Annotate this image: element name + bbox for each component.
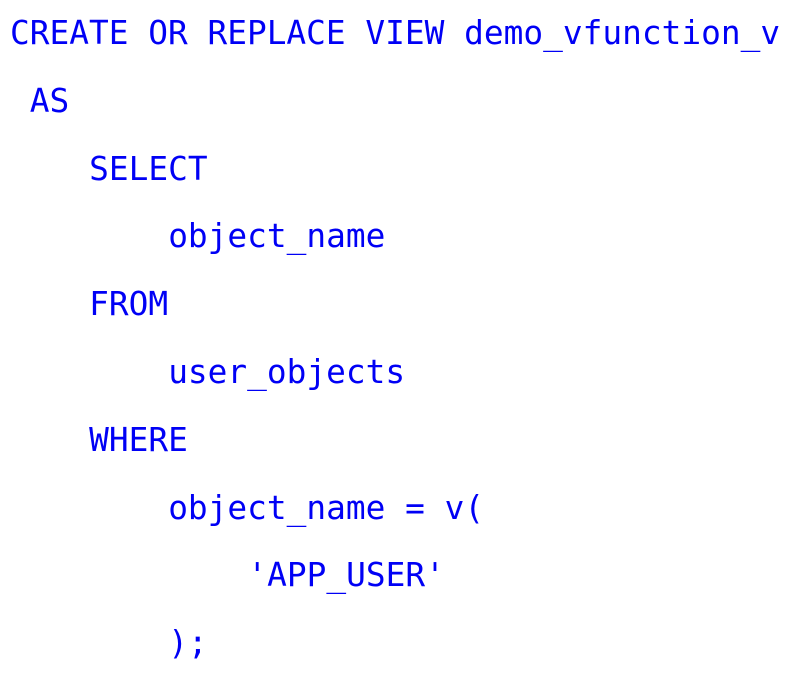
- code-line-5: FROM: [89, 285, 169, 324]
- code-line-4: object_name: [168, 217, 386, 256]
- code-line-10: );: [168, 624, 208, 663]
- code-line-1: CREATE OR REPLACE VIEW demo_vfunction_v: [10, 14, 781, 52]
- code-line-3: SELECT: [89, 149, 208, 188]
- code-line-8: object_name = v(: [168, 488, 485, 527]
- code-line-7: WHERE: [89, 420, 188, 459]
- code-line-9: 'APP_USER': [247, 556, 445, 595]
- code-line-6: user_objects: [168, 353, 406, 391]
- code-line-2: AS: [29, 81, 70, 120]
